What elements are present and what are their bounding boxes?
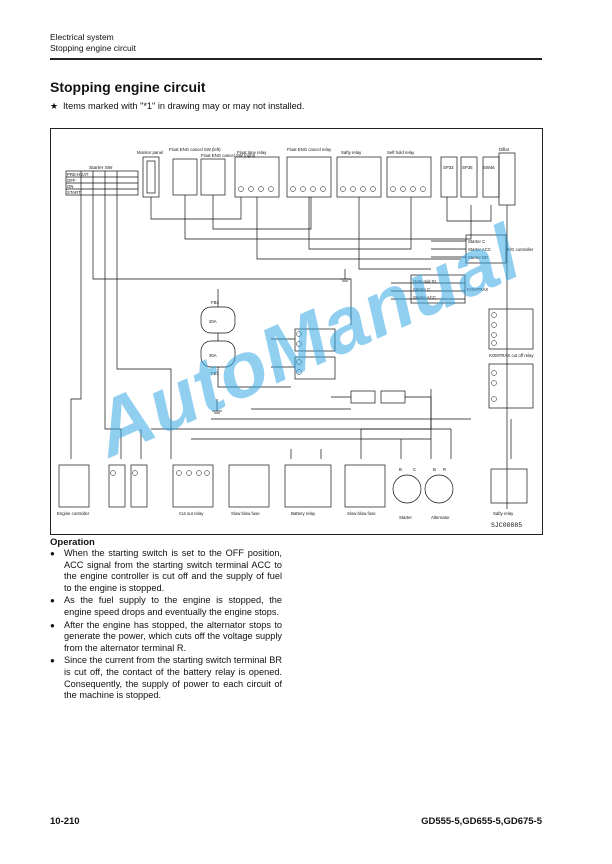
list-item: ● Since the current from the starting swi… [50, 655, 282, 701]
starter-row-off: OFF [67, 178, 76, 183]
label-fb1: FB1 [211, 371, 219, 376]
label-starter-c-2: Starter C [413, 287, 430, 292]
operation-item-text: As the fuel supply to the engine is stop… [64, 595, 282, 617]
wiring-diagram-svg: Starter SW PRE-HEAT OFF ON START Monitor… [57, 147, 534, 529]
label-komtrax-cutoff: KOMTRAX cut off relay [489, 353, 534, 358]
label-float-time-relay: Float time relay [237, 150, 267, 155]
header-rule [50, 58, 542, 60]
running-header: Electrical system Stopping engine circui… [50, 32, 136, 54]
operation-item-text: After the engine has stopped, the altern… [64, 619, 282, 653]
label-cut-out-relay: Cut out relay [179, 511, 204, 516]
label-komtrax: KOMTRAX [467, 287, 488, 292]
star-icon: ★ [50, 101, 59, 111]
label-right-starter-c: Starter C [468, 239, 485, 244]
label-30a: 30A [209, 353, 217, 358]
terminal-b-alternator: B [433, 467, 436, 472]
terminal-c-starter: C [413, 467, 416, 472]
operation-item-text: Since the current from the starting swit… [64, 655, 282, 701]
header-subsection: Stopping engine circuit [50, 43, 137, 53]
starter-row-on: ON [67, 184, 73, 189]
starter-row-start: START [67, 190, 81, 195]
label-safety-relay-bottom: Safty relay [493, 511, 514, 516]
terminal-b-starter: B [399, 467, 402, 472]
bullet-icon: ● [50, 549, 55, 558]
list-item: ● When the starting switch is set to the … [50, 548, 282, 594]
label-safety-relay: Safty relay [341, 150, 362, 155]
header-section: Electrical system [50, 32, 114, 42]
label-self-hold-relay: Self hold relay [387, 150, 415, 155]
list-item: ● As the fuel supply to the engine is sto… [50, 595, 282, 618]
label-starter-acc-2: Starter ACC [413, 295, 436, 300]
model-list: GD555-5,GD655-5,GD675-5 [421, 816, 542, 827]
starter-row-preheat: PRE-HEAT [67, 172, 89, 177]
label-slow-blow-fuse-2: Slow blow fuse [347, 511, 376, 516]
label-gate-mid: Gate mid #1 [413, 279, 437, 284]
label-fb3: FB3 [211, 300, 219, 305]
bullet-icon: ● [50, 596, 55, 606]
label-float-cancel-left: Float ENG cancel SW (left) [169, 147, 221, 152]
label-sw46: SW46 [483, 165, 495, 170]
terminal-r-alternator: R [443, 467, 446, 472]
label-battery-relay: Battery relay [291, 511, 316, 516]
label-right-starter-br: Starter BR [468, 255, 488, 260]
label-diflat: Diflat [499, 147, 510, 152]
label-20a: 20A [209, 319, 217, 324]
label-right-starter-acc: Starter ACC [468, 247, 491, 252]
note: ★ Items marked with "*1" in drawing may … [50, 100, 310, 112]
wiring-diagram: Starter SW PRE-HEAT OFF ON START Monitor… [50, 128, 543, 535]
page-title: Stopping engine circuit [50, 79, 206, 95]
label-float-cancel-right: Float ENG cancel SW (right) [201, 153, 256, 158]
label-sp35: SP35 [462, 165, 473, 170]
bullet-icon: ● [50, 656, 55, 666]
label-slow-blow-fuse-1: Slow blow fuse [231, 511, 260, 516]
page-number: 10-210 [50, 816, 80, 827]
label-eg-controller: E/G controller [507, 247, 534, 252]
label-starter: Starter [399, 515, 412, 520]
operation-list: ● When the starting switch is set to the … [50, 548, 282, 703]
label-engine-controller: Engine controller [57, 511, 90, 516]
label-starter-sw: Starter SW [89, 165, 113, 171]
label-alternator: Alternator [431, 515, 450, 520]
list-item: ● After the engine has stopped, the alter… [50, 620, 282, 655]
operation-item-text: When the starting switch is set to the O… [64, 548, 282, 593]
label-monitor-panel: Monitor panel [137, 150, 163, 155]
label-sp33: SP33 [443, 165, 454, 170]
bullet-icon: ● [50, 620, 55, 630]
note-text: Items marked with "*1" in drawing may or… [63, 101, 305, 111]
label-float-cancel-relay: Float ENG cancel relay [287, 147, 332, 152]
operation-title: Operation [50, 537, 95, 548]
diagram-ref-code: SJC00885 [491, 522, 522, 529]
